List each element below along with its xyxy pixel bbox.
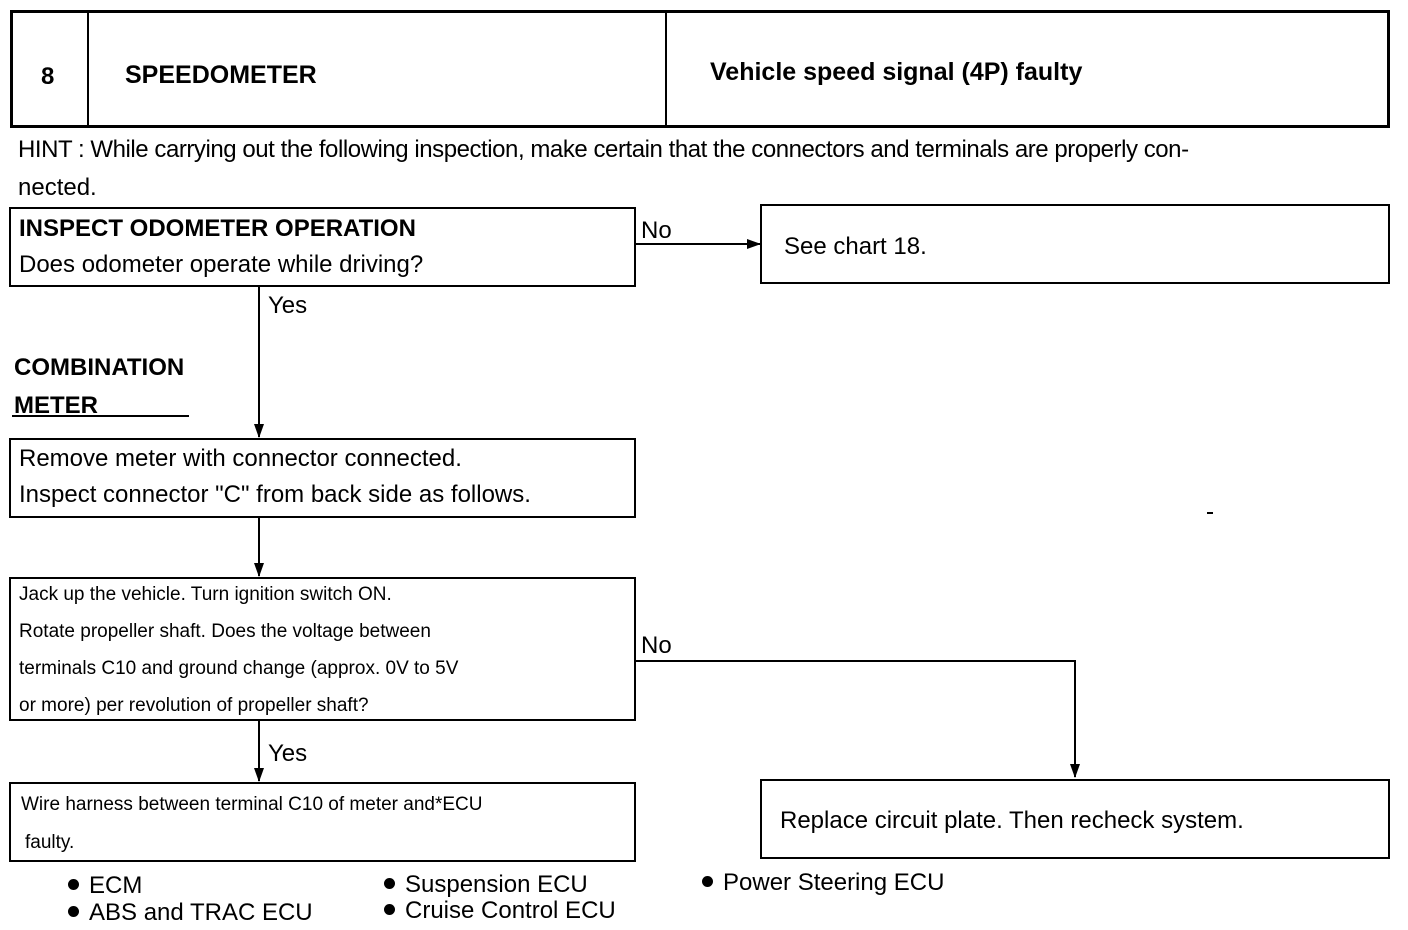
result-replace-circuit-plate: Replace circuit plate. Then recheck syst… bbox=[760, 779, 1390, 859]
result-see-chart-18: See chart 18. bbox=[760, 204, 1390, 284]
step3-line4: or more) per revolution of propeller sha… bbox=[19, 695, 369, 716]
step-inspect-odometer: INSPECT ODOMETER OPERATION Does odometer… bbox=[9, 207, 636, 287]
header-divider-1 bbox=[87, 13, 89, 125]
ecu-item-ecm: ECM bbox=[68, 872, 142, 900]
step3-no-label: No bbox=[641, 632, 672, 659]
chart-title: SPEEDOMETER bbox=[125, 61, 317, 89]
bullet-icon bbox=[384, 878, 395, 890]
step3-line2: Rotate propeller shaft. Does the voltage… bbox=[19, 621, 431, 642]
step-remove-meter: Remove meter with connector connected. I… bbox=[9, 438, 636, 518]
wire-harness-line1: Wire harness between terminal C10 of met… bbox=[21, 794, 483, 815]
ecu-item-abs-trac: ABS and TRAC ECU bbox=[68, 899, 313, 927]
step3-line3: terminals C10 and ground change (approx.… bbox=[19, 658, 459, 679]
step2-line1: Remove meter with connector connected. bbox=[19, 445, 462, 472]
step1-no-label: No bbox=[641, 217, 672, 244]
bullet-icon bbox=[68, 906, 79, 918]
section-label-line1: COMBINATION bbox=[14, 354, 185, 381]
replace-circuit-text: Replace circuit plate. Then recheck syst… bbox=[780, 807, 1244, 834]
bullet-icon bbox=[68, 879, 79, 891]
step1-title: INSPECT ODOMETER OPERATION bbox=[19, 215, 416, 242]
chart-number: 8 bbox=[41, 63, 55, 90]
ecu-item-suspension: Suspension ECU bbox=[384, 871, 588, 899]
arrow-step3-no bbox=[636, 660, 1080, 778]
ecu-item-cruise-control: Cruise Control ECU bbox=[384, 897, 616, 925]
bullet-icon bbox=[384, 904, 395, 916]
ecu-item-power-steering: Power Steering ECU bbox=[702, 869, 944, 897]
step-check-voltage: Jack up the vehicle. Turn ignition switc… bbox=[9, 577, 636, 721]
step1-yes-label: Yes bbox=[268, 292, 308, 319]
hint-line-1: HINT : While carrying out the following … bbox=[18, 136, 1189, 163]
hint-line-2: nected. bbox=[18, 174, 97, 201]
bullet-icon bbox=[702, 876, 713, 888]
section-label-line2: METER bbox=[14, 392, 98, 419]
step2-line2: Inspect connector "C" from back side as … bbox=[19, 481, 531, 508]
step1-question: Does odometer operate while driving? bbox=[19, 251, 424, 278]
header-table: 8 SPEEDOMETER Vehicle speed signal (4P) … bbox=[10, 10, 1390, 128]
result-wire-harness-faulty: Wire harness between terminal C10 of met… bbox=[9, 782, 636, 862]
fault-description: Vehicle speed signal (4P) faulty bbox=[710, 58, 1083, 86]
step3-yes-label: Yes bbox=[268, 740, 308, 767]
step3-line1: Jack up the vehicle. Turn ignition switc… bbox=[19, 584, 392, 605]
see-chart-text: See chart 18. bbox=[784, 233, 927, 260]
header-divider-2 bbox=[665, 13, 667, 125]
wire-harness-line2: faulty. bbox=[25, 832, 75, 853]
